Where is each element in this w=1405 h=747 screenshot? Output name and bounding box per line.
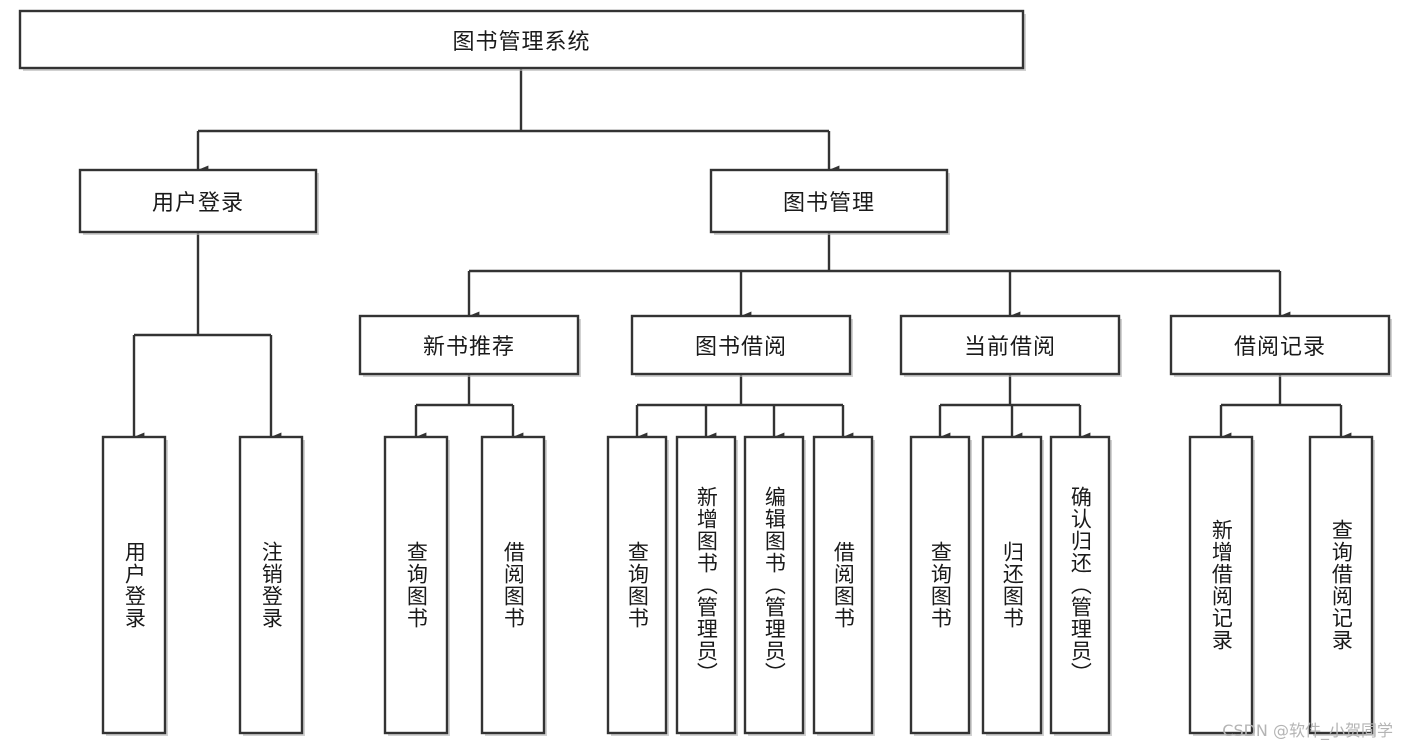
node-box-query-book-recommend[interactable] — [383, 435, 449, 735]
node-box-user-logout-leaf[interactable] — [238, 435, 304, 735]
node-box-book-borrow[interactable] — [630, 314, 852, 376]
node-box-current-borrow[interactable] — [899, 314, 1121, 376]
node-box-borrow-book-borrow[interactable] — [812, 435, 874, 735]
node-box-borrow-record[interactable] — [1169, 314, 1391, 376]
node-box-add-book-admin[interactable] — [675, 435, 737, 735]
watermark: CSDN @软件_小贺同学 — [1222, 721, 1393, 740]
node-box-new-book-recommend[interactable] — [358, 314, 580, 376]
node-box-confirm-return-admin[interactable] — [1049, 435, 1111, 735]
node-box-edit-book-admin[interactable] — [743, 435, 805, 735]
node-box-book-management[interactable] — [709, 168, 949, 234]
node-box-user-login[interactable] — [78, 168, 318, 234]
connector-layer — [132, 68, 1352, 442]
node-box-query-borrow-record[interactable] — [1308, 435, 1374, 735]
box-layer — [18, 9, 1391, 735]
node-box-return-book[interactable] — [981, 435, 1043, 735]
node-box-query-book-borrow[interactable] — [606, 435, 668, 735]
node-box-add-borrow-record[interactable] — [1188, 435, 1254, 735]
node-box-user-login-leaf[interactable] — [101, 435, 167, 735]
node-box-root[interactable] — [18, 9, 1025, 70]
node-box-query-book-current[interactable] — [909, 435, 971, 735]
node-box-borrow-book-recommend[interactable] — [480, 435, 546, 735]
